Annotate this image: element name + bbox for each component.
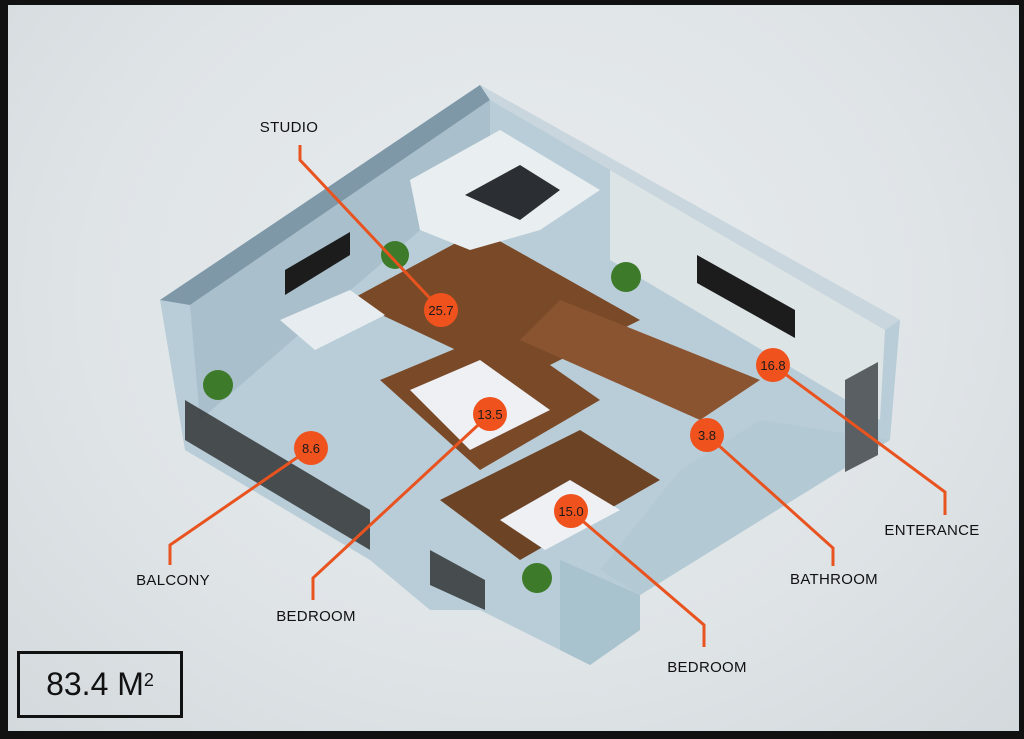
- wall-art: [285, 232, 350, 295]
- area-marker-studio: 25.7: [424, 293, 458, 327]
- leader-line-balcony: [168, 446, 312, 565]
- front-wall-bedroom: [560, 560, 640, 665]
- room-label-studio: STUDIO: [259, 119, 319, 136]
- leader-line-studio: [298, 145, 443, 312]
- area-marker-bathroom: 3.8: [690, 418, 724, 452]
- leader-line-entrance: [772, 363, 947, 515]
- area-marker-entrance: 16.8: [756, 348, 790, 382]
- sofa: [280, 290, 385, 350]
- plant-icon: [611, 262, 641, 292]
- room-label-bathroom: BATHROOM: [790, 571, 878, 588]
- area-marker-bedroom-2: 15.0: [554, 494, 588, 528]
- leader-line-bedroom-2: [570, 509, 706, 647]
- room-label-bedroom-2: BEDROOM: [667, 659, 747, 676]
- area-marker-balcony: 8.6: [294, 431, 328, 465]
- plant-icon: [203, 370, 233, 400]
- leader-line-bedroom-1: [311, 412, 492, 600]
- total-area-value: 83.4 M: [46, 666, 144, 702]
- balcony-railing: [185, 400, 370, 550]
- plant-icon: [381, 241, 409, 269]
- area-marker-bedroom-1: 13.5: [473, 397, 507, 431]
- front-wall-bath: [600, 420, 890, 595]
- back-wall-left: [160, 85, 490, 305]
- wall-art: [697, 255, 795, 338]
- leader-line-bathroom: [705, 433, 835, 566]
- back-wall-right: [480, 85, 900, 330]
- total-area-exponent: 2: [143, 670, 154, 690]
- hall-floor: [520, 300, 760, 420]
- room-label-entrance: ENTERANCE: [884, 522, 980, 539]
- room-label-balcony: BALCONY: [136, 572, 210, 589]
- kitchen-counter: [465, 165, 560, 220]
- bedroom-railing: [430, 550, 485, 610]
- entrance-door: [845, 362, 878, 472]
- plant-icon: [522, 563, 552, 593]
- room-label-bedroom-1: BEDROOM: [276, 608, 356, 625]
